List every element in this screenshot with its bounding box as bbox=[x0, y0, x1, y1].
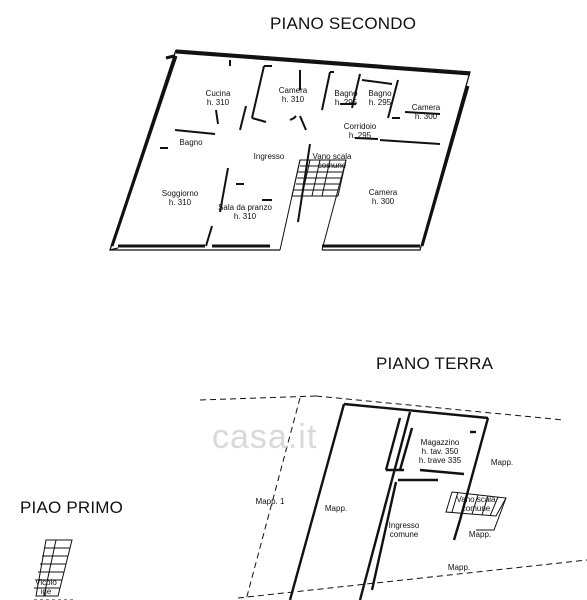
watermark: casa.it bbox=[212, 418, 318, 456]
piano-secondo-outline bbox=[109, 49, 471, 251]
room-label-ingresso: Ingresso bbox=[253, 152, 285, 161]
stair-piano-primo bbox=[35, 539, 73, 597]
room-label-mapp: Mapp. bbox=[324, 504, 348, 513]
heading-piano-secondo: PIANO SECONDO bbox=[270, 14, 417, 33]
room-label-mapp: Mapp. 1 bbox=[255, 497, 285, 506]
room-label-mapp: Mapp. bbox=[490, 458, 514, 467]
room-label-bagno: Bagno bbox=[179, 138, 203, 147]
room-label-mapp: Mapp. bbox=[468, 530, 492, 539]
piano-terra-dashed bbox=[315, 395, 565, 421]
room-label-mapp: Mapp. bbox=[447, 563, 471, 572]
heading-piano-terra: PIANO TERRA bbox=[376, 354, 494, 373]
heading-piano-primo: PIAO PRIMO bbox=[20, 498, 124, 517]
piano-terra-outline bbox=[288, 403, 346, 600]
